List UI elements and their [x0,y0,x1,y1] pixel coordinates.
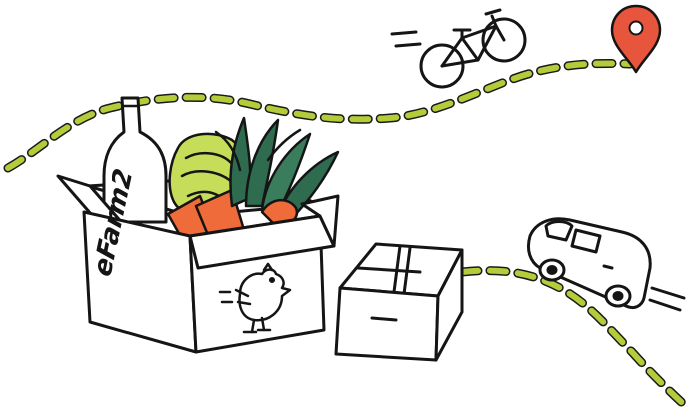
chicken-icon [218,262,292,334]
delivery-van-icon [526,217,686,312]
bicycle-icon [390,8,527,89]
wine-bottle-icon [102,96,168,224]
map-pin-icon [610,4,662,74]
dashed-route-line [3,58,695,415]
produce-box-icon: eFarm2 [56,96,340,354]
closed-box-icon [334,242,464,362]
